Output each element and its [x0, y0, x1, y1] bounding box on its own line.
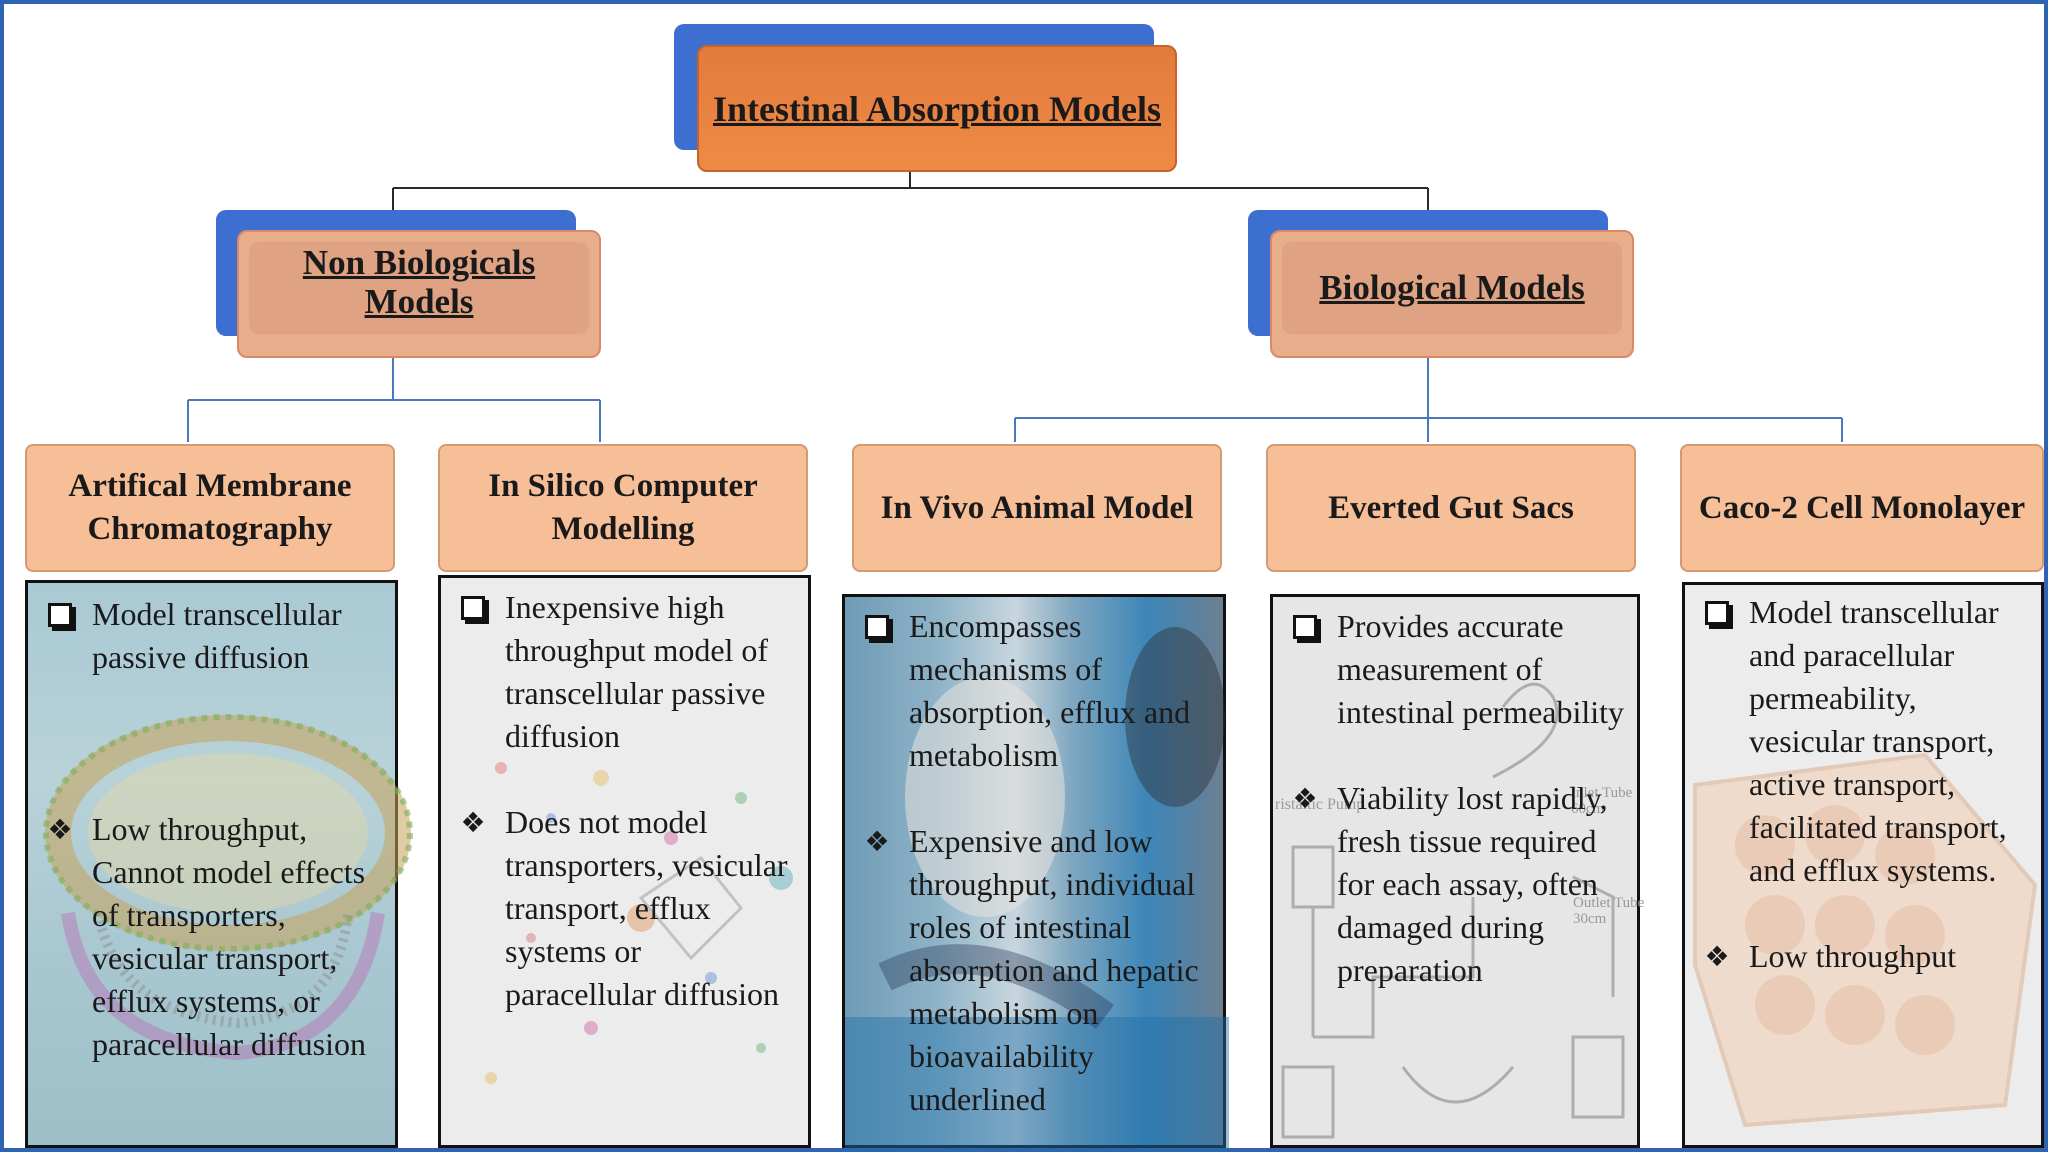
title-box: Intestinal Absorption Models — [697, 45, 1177, 172]
point-box: Encompasses mechanisms of absorption, ef… — [857, 605, 1211, 777]
category-everted-gut: Everted Gut Sacs — [1266, 444, 1636, 572]
point-box: Provides accurate measurement of intesti… — [1285, 605, 1625, 734]
bio-connector — [1014, 356, 1843, 442]
point-diamond: ❖Does not model transporters, vesicular … — [460, 804, 788, 1012]
panel-3-text: Encompasses mechanisms of absorption, ef… — [845, 597, 1223, 1145]
cell-plate-illustration — [1693, 752, 2038, 1128]
nonbio-box: Non Biologicals Models — [237, 230, 601, 358]
bio-box: Biological Models — [1270, 230, 1634, 358]
category-in-silico: In Silico Computer Modelling — [438, 444, 808, 572]
category-artificial-membrane: Artifical Membrane Chromatography — [25, 444, 395, 572]
point-box: Inexpensive high throughput model of tra… — [453, 586, 796, 758]
panel-4-text: Provides accurate measurement of intesti… — [1273, 597, 1637, 1145]
membrane-background — [28, 583, 413, 1145]
lab-photo-background — [845, 597, 1229, 1151]
lab-photo-illustration — [845, 627, 1229, 1151]
category-in-vivo: In Vivo Animal Model — [852, 444, 1222, 572]
point-box: Model transcellular passive diffusion — [40, 593, 383, 679]
panel-1-text: Model transcellular passive diffusion ❖L… — [28, 583, 395, 1145]
point-diamond: ❖Viability lost rapidly, fresh tissue re… — [1292, 780, 1608, 988]
molecule-background — [441, 578, 808, 1145]
connector-lines — [187, 170, 1843, 442]
bio-label: Biological Models — [1319, 267, 1585, 307]
panel-in-silico: Inexpensive high throughput model of tra… — [438, 575, 811, 1148]
nonbio-connector — [187, 356, 601, 442]
panel-caco2: Model transcellular and paracellular per… — [1682, 582, 2044, 1148]
nonbio-label: Non Biologicals Models — [302, 243, 536, 321]
panel-5-text: Model transcellular and paracellular per… — [1685, 585, 2041, 1145]
point-diamond: ❖Low throughput — [1704, 938, 1957, 974]
lipid-bilayer-illustration — [43, 714, 413, 1061]
category-caco2: Caco-2 Cell Monolayer — [1680, 444, 2044, 572]
title-connector — [392, 170, 1429, 228]
panel-2-text: Inexpensive high throughput model of tra… — [441, 578, 808, 1145]
point-box: Model transcellular and paracellular per… — [1697, 591, 2029, 892]
panel-artificial-membrane: Model transcellular passive diffusion ❖L… — [25, 580, 413, 1148]
cell-plate-background — [1685, 585, 2041, 1145]
point-diamond: ❖Low throughput, Cannot model effects of… — [47, 811, 366, 1062]
pump-label: ristaltic Pump — [1275, 796, 1364, 813]
molecule-scatter-illustration — [485, 762, 793, 1084]
diagram-title: Intestinal Absorption Models — [712, 88, 1162, 129]
panel-in-vivo: Encompasses mechanisms of absorption, ef… — [842, 594, 1229, 1151]
point-diamond: ❖Expensive and low throughput, individua… — [864, 823, 1199, 1117]
